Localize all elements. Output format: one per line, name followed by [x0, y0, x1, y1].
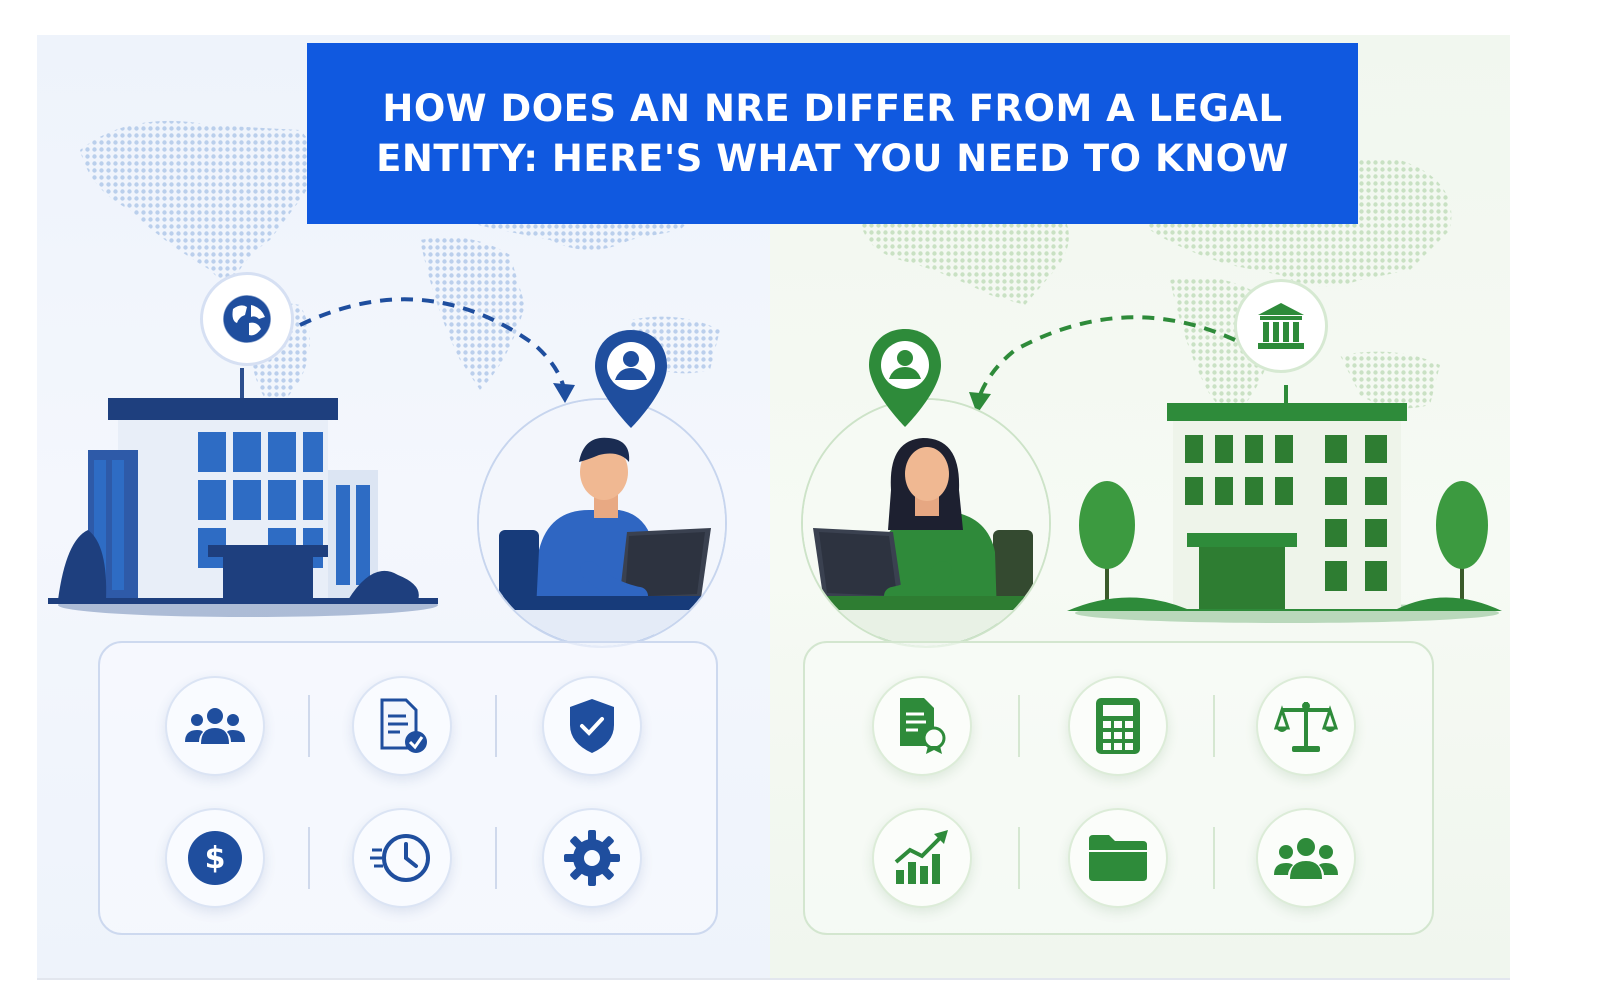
entity-arrow: [969, 315, 1236, 414]
nre-team-feature: [165, 676, 265, 776]
globe-icon: [222, 294, 272, 344]
title-banner: HOW DOES AN NRE DIFFER FROM A LEGAL ENTI…: [307, 43, 1358, 224]
entity-registration-feature: [872, 676, 972, 776]
folder-icon: [1089, 835, 1147, 881]
gear-icon: [564, 830, 620, 886]
certificate-document-icon: [900, 698, 946, 754]
nre-payroll-feature: $: [165, 808, 265, 908]
nre-operations-feature: [542, 808, 642, 908]
growth-chart-icon: [894, 830, 948, 884]
entity-records-feature: [1068, 808, 1168, 908]
separator: [495, 695, 497, 757]
title-line-1: HOW DOES AN NRE DIFFER FROM A LEGAL: [382, 86, 1283, 130]
man-at-laptop-illustration: [479, 400, 725, 646]
nre-arrow: [299, 297, 575, 403]
separator: [1018, 827, 1020, 889]
nre-documents-feature: [352, 676, 452, 776]
document-check-icon: [380, 698, 427, 753]
history-clock-icon: [370, 834, 430, 882]
entity-legal-feature: [1256, 676, 1356, 776]
user-pin-icon-green: [869, 329, 941, 427]
nre-compliance-feature: [542, 676, 642, 776]
globe-badge: [200, 272, 294, 366]
bank-icon: [1258, 303, 1304, 349]
separator: [1213, 695, 1215, 757]
scales-icon: [1274, 702, 1338, 752]
nre-timeline-feature: [352, 808, 452, 908]
title-line-2: ENTITY: HERE'S WHAT YOU NEED TO KNOW: [376, 136, 1289, 180]
calculator-icon: [1096, 698, 1140, 754]
entity-employees-feature: [1256, 808, 1356, 908]
shield-check-icon: [570, 699, 614, 753]
bottom-divider: [37, 978, 1510, 980]
svg-text:$: $: [205, 841, 226, 876]
dollar-icon: $: [188, 831, 242, 885]
separator: [308, 695, 310, 757]
bank-badge: [1234, 279, 1328, 373]
separator: [495, 827, 497, 889]
users-icon: [185, 708, 245, 744]
woman-at-laptop-illustration: [803, 400, 1049, 646]
entity-employee: [801, 398, 1051, 648]
entity-accounting-feature: [1068, 676, 1168, 776]
entity-growth-feature: [872, 808, 972, 908]
separator: [1213, 827, 1215, 889]
users-icon: [1274, 838, 1338, 879]
nre-remote-worker: [477, 398, 727, 648]
separator: [1018, 695, 1020, 757]
user-pin-icon: [595, 330, 667, 428]
nre-office-building: [48, 368, 438, 617]
separator: [308, 827, 310, 889]
entity-office-building: [1067, 385, 1502, 623]
